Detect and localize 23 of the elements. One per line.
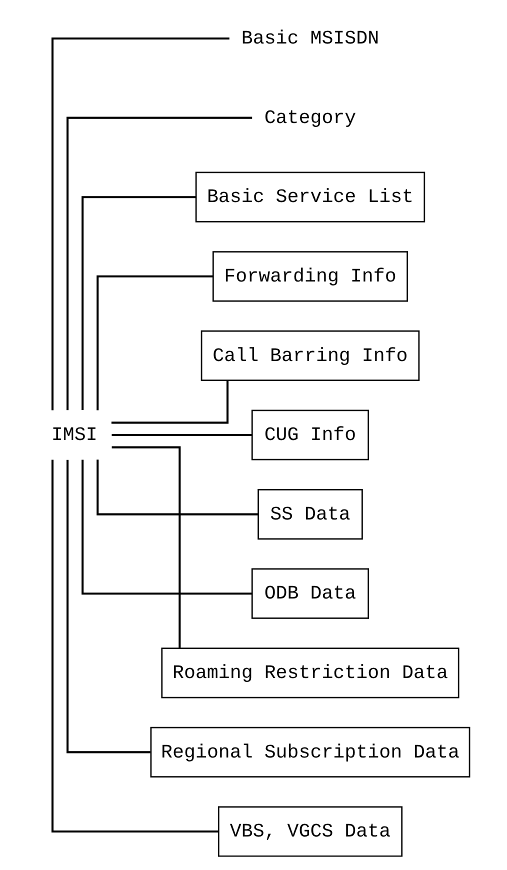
connector	[96, 275, 213, 410]
node-box: CUG Info	[251, 410, 370, 460]
node-box: VBS, VGCS Data	[218, 806, 403, 857]
node-box: Roaming Restriction Data	[161, 648, 460, 698]
node-box: Call Barring Info	[200, 330, 420, 381]
node-text: Basic MSISDN	[241, 28, 380, 50]
connector	[112, 446, 181, 648]
node-box: Forwarding Info	[212, 251, 408, 302]
connector	[82, 196, 196, 410]
node-text: Category	[264, 106, 356, 129]
node-box: ODB Data	[251, 568, 370, 619]
connector	[82, 460, 252, 595]
node-text: IMSI	[51, 424, 98, 446]
connector	[66, 116, 252, 410]
connector	[111, 380, 229, 424]
node-box: Basic Service List	[195, 172, 426, 222]
connector	[51, 460, 218, 833]
connector	[66, 460, 150, 754]
node-box: SS Data	[258, 489, 363, 540]
connector	[51, 37, 230, 410]
node-box: Regional Subscription Data	[150, 726, 470, 778]
connector	[112, 434, 252, 436]
connector	[96, 460, 258, 516]
